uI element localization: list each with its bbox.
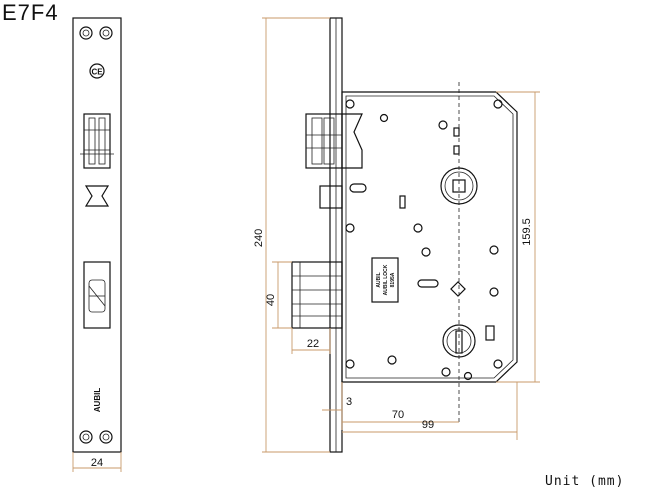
- faceplate-width-dimension: 24: [72, 452, 122, 472]
- case-screws: [345, 99, 503, 381]
- deadlatch: [319, 185, 343, 209]
- height-dimension: 240: [253, 17, 330, 453]
- svg-text:AUBIL: AUBIL: [376, 272, 382, 287]
- latch-height-dimension: 40: [265, 261, 292, 329]
- center-distance-dimension: 159.5: [496, 91, 540, 383]
- faceplate-brand-text: AUBIL: [93, 388, 102, 413]
- dead-bolt: [291, 261, 343, 329]
- faceplate-screw-top-right: [99, 26, 113, 40]
- svg-text:8195A: 8195A: [390, 272, 396, 287]
- svg-text:22: 22: [307, 338, 319, 350]
- faceplate-screw-bottom-right: [99, 430, 113, 444]
- lock-body-side-view: AUBIL AUBIL LOCK 8195A 240 40 22: [253, 17, 540, 453]
- svg-text:70: 70: [392, 409, 404, 421]
- diagram-title: E7F4: [2, 0, 59, 25]
- svg-text:99: 99: [422, 419, 434, 431]
- backset-dimension: 70: [341, 382, 459, 430]
- svg-text:24: 24: [91, 457, 103, 469]
- small-rectangular-slot: [485, 325, 495, 341]
- unit-label: Unit (mm): [545, 474, 625, 489]
- latch-window: [80, 113, 114, 169]
- thumbturn-diamond: [450, 281, 466, 297]
- ce-mark: CE: [89, 63, 105, 79]
- svg-text:CE: CE: [91, 68, 103, 77]
- lock-case-outline: [341, 91, 518, 383]
- faceplate-screw-top-left: [79, 26, 93, 40]
- faceplate-screw-bottom-left: [79, 430, 93, 444]
- svg-text:40: 40: [265, 294, 277, 306]
- svg-text:159.5: 159.5: [521, 218, 533, 246]
- latch-bolt: [305, 113, 363, 169]
- bolt-window: [83, 261, 111, 329]
- svg-text:AUBIL LOCK: AUBIL LOCK: [383, 264, 389, 295]
- faceplate-front-view: CE AUBIL: [72, 17, 122, 472]
- faceplate-outline: [72, 17, 122, 453]
- svg-text:240: 240: [253, 229, 265, 247]
- total-depth-dimension: 99: [342, 382, 518, 440]
- brand-plate: AUBIL AUBIL LOCK 8195A: [371, 257, 399, 303]
- deadlatch-slot: [84, 185, 110, 207]
- offset-dimension: 3: [322, 396, 352, 411]
- svg-text:3: 3: [346, 396, 352, 408]
- latch-throw-dimension: 22: [291, 328, 331, 354]
